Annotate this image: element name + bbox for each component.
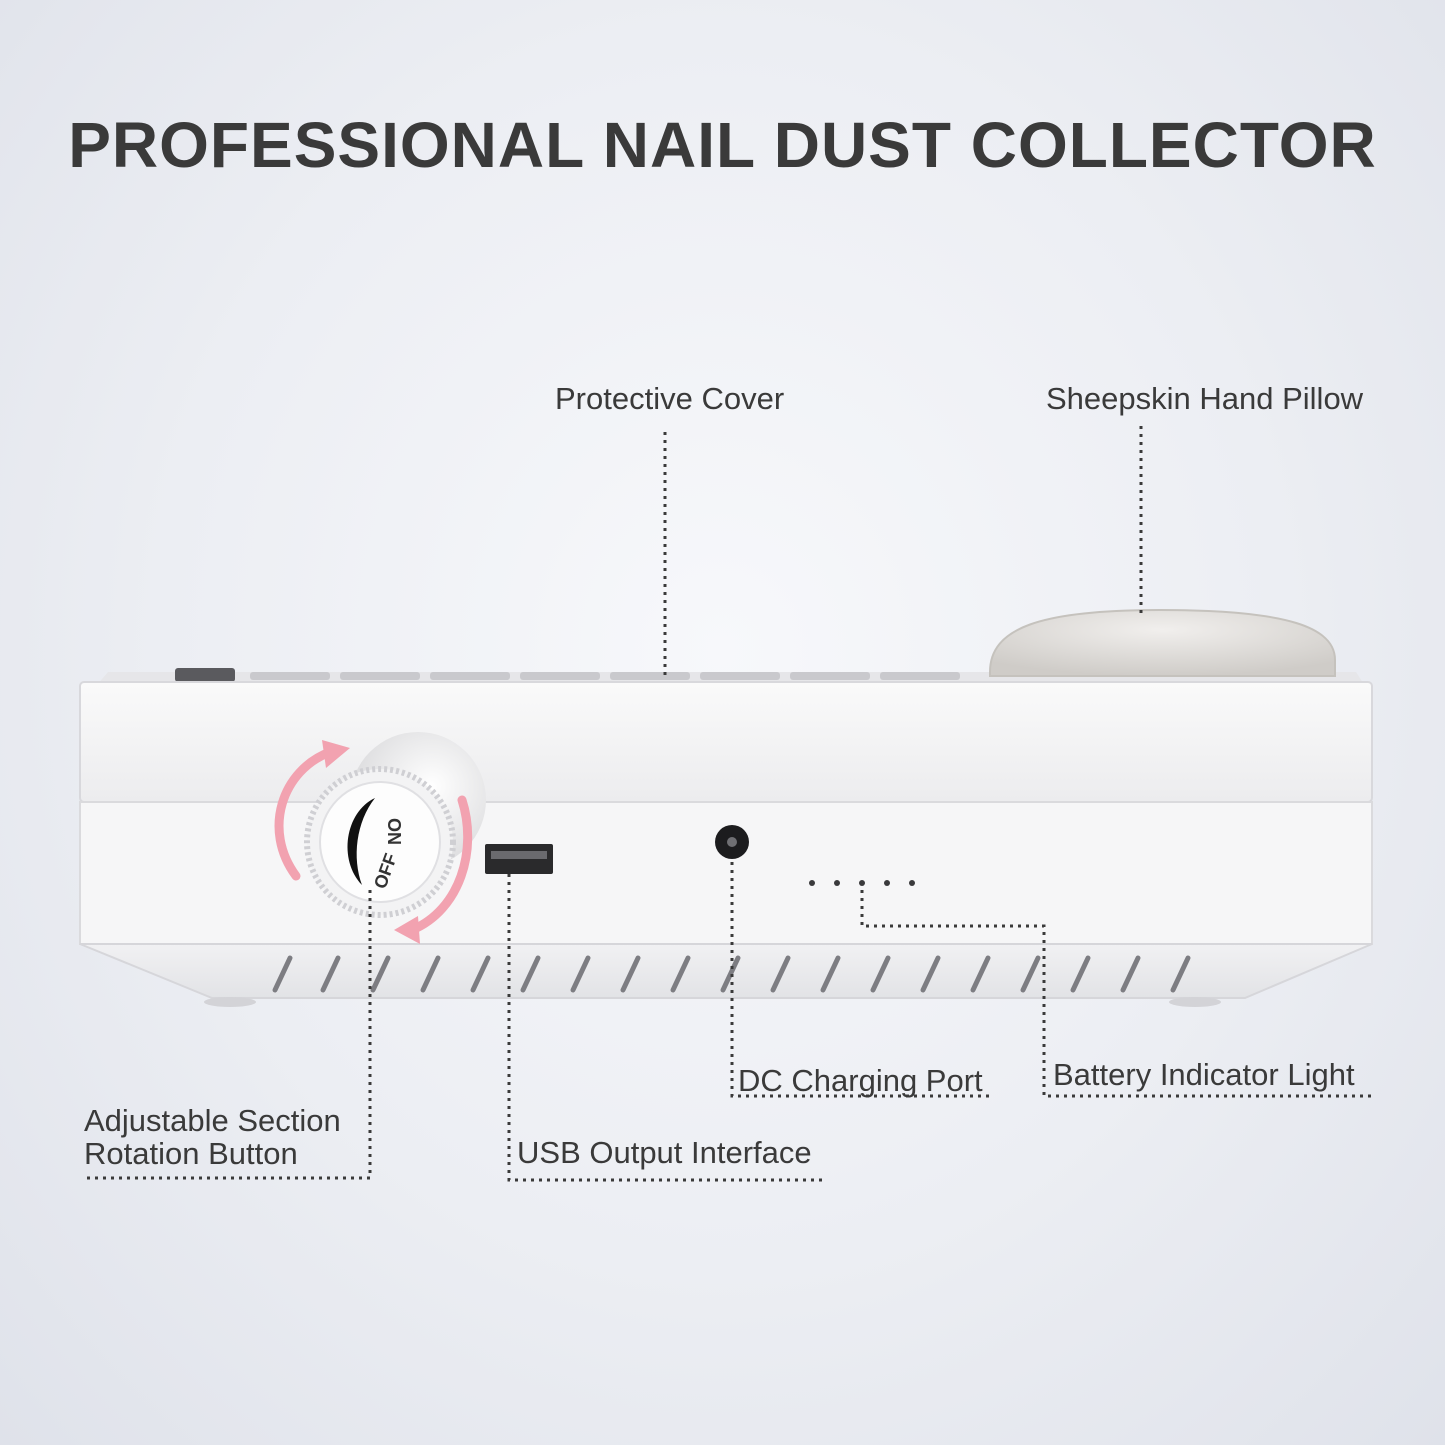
dc-jack-icon [715,825,749,859]
usb-port-icon [485,844,553,874]
rotation-knob[interactable]: ON OFF [304,732,486,918]
device-base [79,943,1373,999]
protective-cover-label: Protective Cover [555,381,785,416]
battery-indicator-dots [809,880,915,886]
rotation-button-label: Adjustable Section Rotation Button [84,1103,341,1171]
rotation-arrow-icon [274,747,473,935]
knob-indicator-icon [347,798,375,885]
arrow-heads [322,740,420,944]
knob-on-label: ON [384,818,404,845]
battery-light-label: Battery Indicator Light [1053,1057,1355,1092]
hand-pillow [989,608,1336,677]
usb-output-label: USB Output Interface [517,1135,812,1170]
hand-pillow-label: Sheepskin Hand Pillow [1046,381,1364,416]
leader-lines [82,426,1372,1182]
vent-slots [272,955,1191,993]
dc-port-label: DC Charging Port [738,1063,983,1098]
device-upper-body [79,681,1373,803]
page-title: PROFESSIONAL NAIL DUST COLLECTOR [68,109,1377,181]
device-lower-body [79,801,1373,945]
